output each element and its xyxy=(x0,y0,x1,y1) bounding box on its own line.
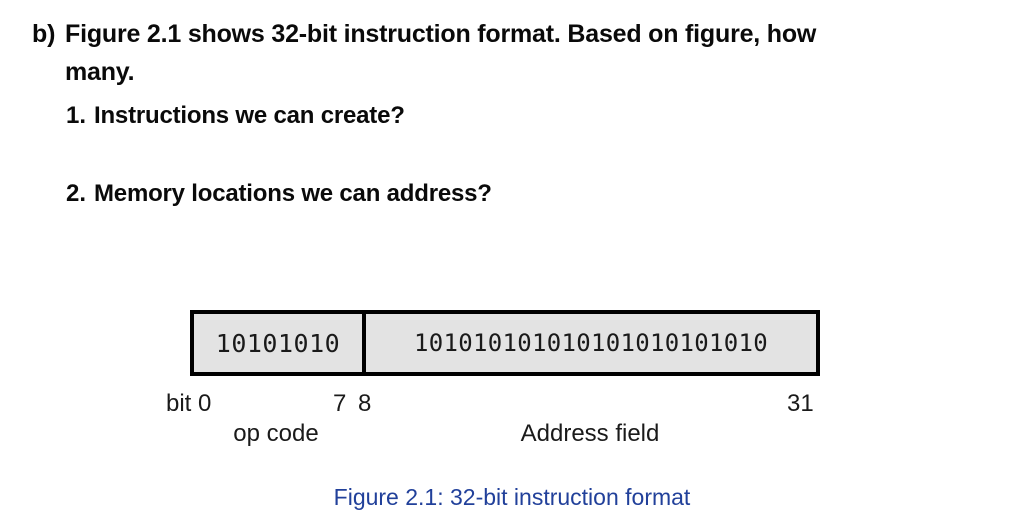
question-text-line-1: Figure 2.1 shows 32-bit instruction form… xyxy=(65,20,817,48)
question-item-1-number: 1. xyxy=(66,102,87,129)
opcode-bits-value: 10101010 xyxy=(215,328,341,358)
bit-index-opcode-end-label: 7 xyxy=(333,390,347,417)
question-item-2-number: 2. xyxy=(66,180,87,207)
question-label: b) xyxy=(32,20,56,48)
address-field-name: Address field xyxy=(520,420,660,447)
question-text-line-2: many. xyxy=(65,58,135,86)
bit-index-end-label: 31 xyxy=(787,390,814,417)
figure-caption: Figure 2.1: 32-bit instruction format xyxy=(333,484,691,510)
bit-index-start-label: bit 0 xyxy=(166,390,212,417)
question-item-1-text: Instructions we can create? xyxy=(94,102,405,129)
opcode-field: 10101010 xyxy=(194,314,366,372)
address-bits-value: 101010101010101010101010 xyxy=(414,329,768,357)
question-item-2-text: Memory locations we can address? xyxy=(94,180,492,207)
address-field: 101010101010101010101010 xyxy=(366,314,816,372)
instruction-format-box: 10101010 101010101010101010101010 xyxy=(190,310,820,376)
opcode-field-name: op code xyxy=(233,420,319,447)
bit-index-address-start-label: 8 xyxy=(358,390,372,417)
